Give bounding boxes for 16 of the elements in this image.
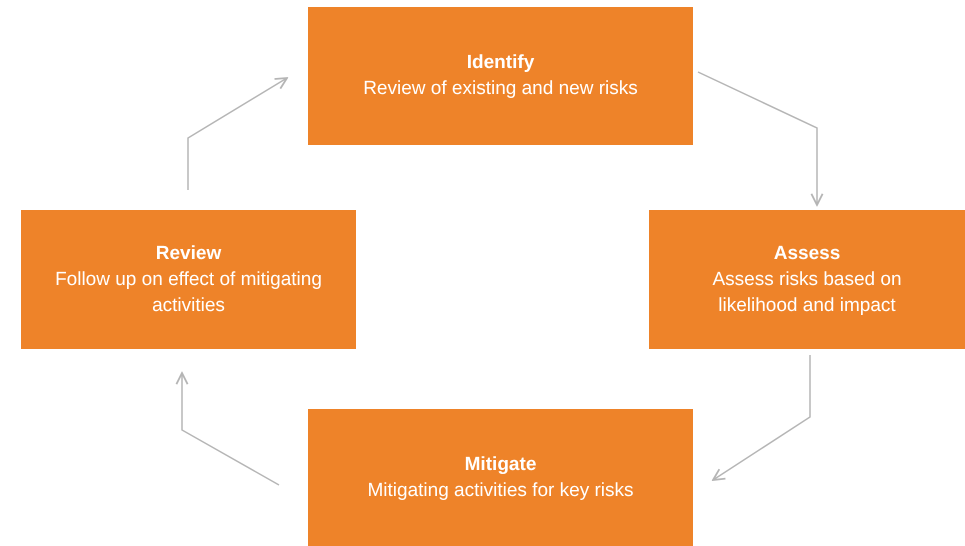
process-box [308,409,693,546]
process-box [649,210,965,349]
process-box [21,210,356,349]
step-description: Mitigating activities for key risks [367,478,634,502]
step-title: Mitigate [464,452,536,476]
step-title: Assess [774,242,840,266]
arrow [187,77,288,190]
arrow [712,355,811,481]
arrow [698,71,824,206]
process-box [308,7,693,145]
step-description: Review of existing and new risks [363,77,638,101]
step-description: Assess risks based on likelihood and impact [711,268,903,318]
step-title: Review [156,242,222,266]
step-title: Identify [466,51,534,75]
step-description: Follow up on effect of mitigating activities [54,268,323,318]
arrow [176,372,280,486]
